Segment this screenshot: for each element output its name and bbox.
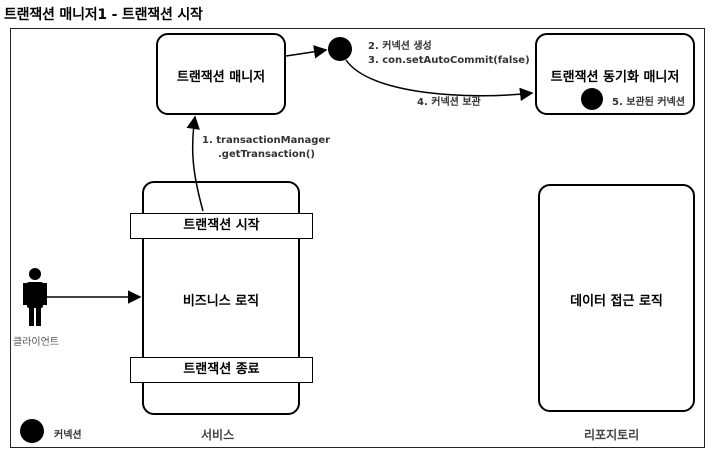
business-logic-label: 비즈니스 로직 <box>182 294 260 309</box>
transaction-end-bar: 트랜잭션 종료 <box>130 357 313 383</box>
step3-note: 3. con.setAutoCommit(false) <box>368 55 530 66</box>
step5-note: 5. 보관된 커넥션 <box>612 97 685 108</box>
diagram-frame <box>10 28 705 448</box>
arrow-get-transaction <box>186 115 204 212</box>
legend-connection-label: 커넥션 <box>54 430 82 441</box>
legend-connection-dot <box>20 419 44 443</box>
repository-caption: 리포지토리 <box>584 428 640 442</box>
diagram-title: 트랜잭션 매니저1 - 트랜잭션 시작 <box>4 7 203 23</box>
transaction-manager-label: 트랜잭션 매니저 <box>176 70 266 85</box>
step1-line1: 1. transactionManager <box>202 135 331 146</box>
client-label: 클라이언트 <box>13 337 59 348</box>
step4-note: 4. 커넥션 보관 <box>417 97 481 108</box>
connection-dot-created <box>328 37 352 61</box>
repository-box: 데이터 접근 로직 <box>538 184 695 412</box>
transaction-sync-manager-box: 트랜잭션 동기화 매니저 <box>535 33 695 115</box>
connection-dot-stored <box>581 88 603 110</box>
transaction-start-bar: 트랜잭션 시작 <box>130 213 313 239</box>
client-person-icon <box>23 268 47 326</box>
transaction-sync-manager-label: 트랜잭션 동기화 매니저 <box>550 70 680 85</box>
arrow-create-connection <box>285 45 328 59</box>
step1-line2: .getTransaction() <box>218 149 316 160</box>
step2-note: 2. 커넥션 생성 <box>368 41 432 52</box>
data-access-logic-label: 데이터 접근 로직 <box>570 294 663 309</box>
arrow-store-connection <box>345 59 534 102</box>
transaction-manager-box: 트랜잭션 매니저 <box>156 33 286 115</box>
service-caption: 서비스 <box>201 428 235 442</box>
